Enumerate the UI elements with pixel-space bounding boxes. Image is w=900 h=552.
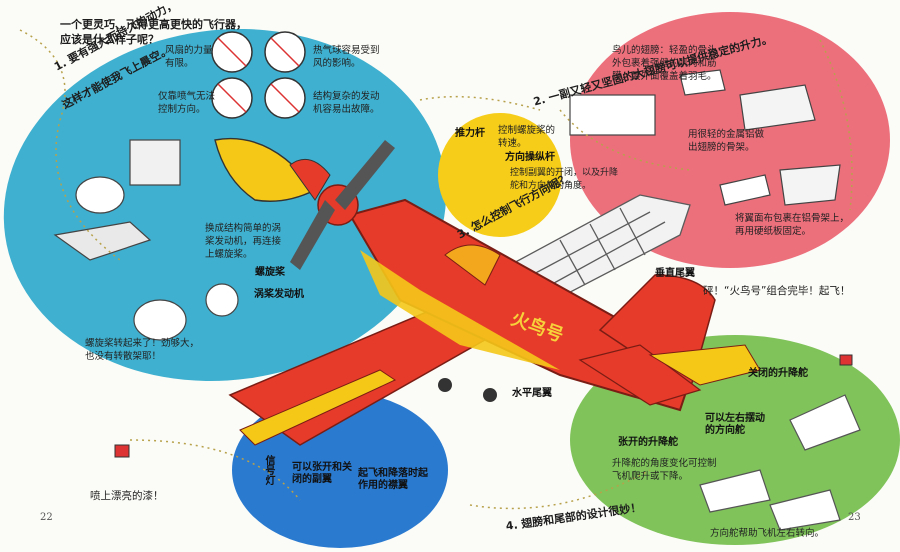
note-rudder-help: 方向舵帮助飞机左右转向。: [710, 528, 825, 539]
label-propeller: 螺旋桨: [255, 267, 285, 278]
bird-sketches: [53, 69, 841, 341]
paint-bucket-right: [839, 354, 853, 366]
label-rudder: 可以左右摆动 的方向舵: [705, 413, 765, 436]
dotted-paths: [19, 29, 853, 510]
label-flap: 起飞和降落时起 作用的襟翼: [358, 468, 428, 491]
label-open-elevator: 张开的升降舵: [618, 437, 678, 448]
thrust-lever-title: 推力杆: [455, 128, 485, 139]
rudder-stick-title: 方向操纵杆: [505, 152, 555, 163]
note-engine: 结构复杂的发动 机容易出故障。: [313, 91, 380, 115]
label-signal-light: 信号灯: [263, 455, 274, 485]
paint-bucket-left: [114, 444, 130, 458]
note-done: 砰！“火鸟号”组合完毕！起飞！: [703, 285, 851, 297]
cockpit: [444, 244, 501, 286]
yellow-bubble: [438, 113, 562, 237]
note-turbo: 换成结构简单的涡 桨发动机，再连接 上螺旋桨。: [205, 223, 282, 260]
blue-bubble: [3, 28, 447, 382]
horizontal-tail-shape: [578, 344, 702, 406]
label-vertical-tail: 垂直尾翼: [655, 268, 695, 279]
thrust-lever-text: 控制螺旋桨的 转速。: [498, 125, 556, 149]
note-fan: 风扇的力量 有限。: [165, 45, 213, 69]
note-balloon: 热气球容易受到 风的影响。: [313, 45, 380, 69]
note-elevator: 升降舵的角度变化可控制 飞机爬升或下降。: [612, 458, 717, 482]
intro-line2: 应该是什么样子呢？: [60, 33, 159, 46]
page-number-left: 22: [40, 512, 53, 523]
left-wheel: [438, 378, 452, 392]
label-aileron: 可以张开和关 闭的副翼: [292, 462, 352, 485]
crossed-icons: [211, 31, 306, 119]
note-jet: 仅靠喷气无法 控制方向。: [158, 91, 216, 115]
tail-frames: [699, 394, 861, 531]
wing-aileron: [239, 369, 397, 446]
label-paint: 喷上漂亮的漆！: [90, 490, 164, 502]
propeller-blade-bottom: [290, 200, 335, 270]
page-number-right: 23: [848, 512, 861, 523]
note-bird-wing: 鸟儿的翅膀：轻盈的骨头 外包裹着强健的肌肉和筋 膜，最外面覆盖着羽毛。: [612, 45, 717, 82]
propeller-blade-top: [335, 140, 395, 210]
intro-line1: 一个更灵巧、飞得更高更快的飞行器，: [60, 18, 247, 31]
note-cloth: 将翼面布包裹在铝骨架上， 再用硬纸板固定。: [735, 213, 850, 237]
note-metal-frame: 用很轻的金属铝做 出翅膀的骨架。: [688, 129, 765, 153]
rudder-stick-text: 控制副翼的开闭，以及升降 舵和方向舵的角度。: [510, 168, 619, 191]
label-closed-elevator: 关闭的升降舵: [748, 368, 808, 379]
toucan-beak: [214, 137, 317, 202]
label-horizontal-tail: 水平尾翼: [512, 388, 552, 399]
note-spin: 螺旋桨转起来了！劲够大， 也没有转散架耶！: [85, 338, 200, 362]
toucan-head: [289, 158, 331, 201]
label-turboprop: 涡桨发动机: [254, 289, 304, 300]
right-wheel: [483, 388, 497, 402]
elevator-shape: [648, 344, 761, 386]
